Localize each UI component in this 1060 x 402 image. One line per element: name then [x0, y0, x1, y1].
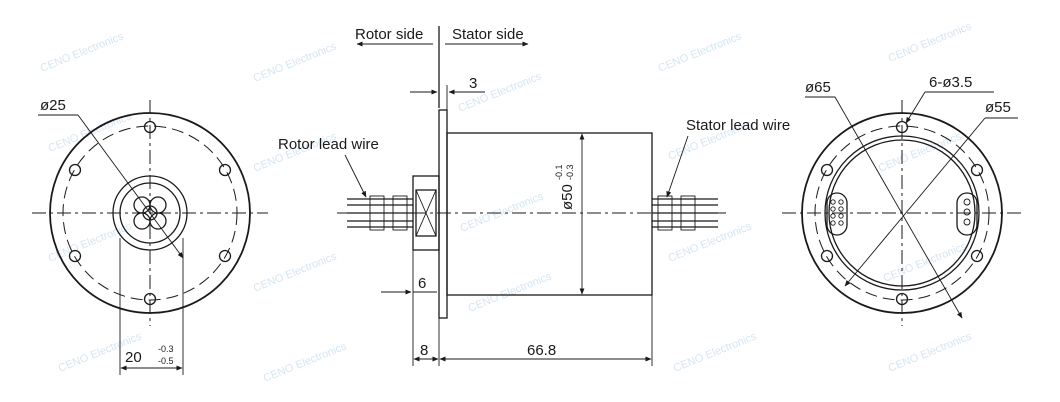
flange-diameter-label: ø65	[805, 79, 831, 96]
front-length-label: 8	[420, 342, 428, 359]
wire-bundle	[149, 196, 167, 214]
mounting-hole	[970, 249, 984, 263]
bore-width-tol-lower: -0.5	[158, 356, 174, 366]
rotor-side-label: Rotor side	[355, 26, 423, 43]
mounting-hole	[218, 249, 232, 263]
pitch-circle-diameter-label: ø55	[985, 99, 1011, 116]
mounting-hole	[820, 163, 834, 177]
bore-width-label: 20	[125, 349, 142, 366]
mounting-hole	[68, 163, 82, 177]
body-diameter-tol-lower: -0.3	[565, 164, 575, 180]
body-length-label: 66.8	[527, 342, 556, 359]
watermark: CENO Electronics	[252, 250, 339, 295]
pitch-diameter-line	[844, 117, 986, 287]
watermark: CENO Electronics	[252, 40, 339, 85]
rotor-lead-wire-label: Rotor lead wire	[278, 136, 379, 153]
watermark: CENO Electronics	[887, 20, 974, 65]
flange-thickness-label: 3	[469, 75, 477, 92]
watermark: CENO Electronics	[39, 30, 126, 75]
mounting-hole	[68, 249, 82, 263]
wire-exit-left	[826, 192, 848, 236]
bore-diameter-label: ø25	[40, 97, 66, 114]
bore-width-tol-upper: -0.3	[158, 344, 174, 354]
watermark: CENO Electronics	[47, 220, 134, 265]
mounting-holes-label: 6-ø3.5	[929, 74, 972, 91]
wire-bundle	[133, 196, 151, 214]
watermark-layer: CENO Electronics CENO Electronics CENO E…	[39, 20, 974, 385]
watermark: CENO Electronics	[672, 330, 759, 375]
stator-lead-wire-leader	[666, 135, 689, 198]
rotor-end-view: ø25 20 -0.3 -0.5	[32, 97, 268, 375]
stator-body	[446, 132, 653, 296]
flange-diameter-line	[834, 96, 963, 319]
flange-plate	[438, 109, 448, 319]
body-diameter-tol-upper: -0.1	[554, 164, 564, 180]
wire-exit-left-dots	[830, 199, 844, 226]
wire-bundle	[149, 212, 167, 230]
mounting-hole	[820, 249, 834, 263]
collar-length-label: 6	[418, 275, 426, 292]
leader-line	[77, 114, 184, 259]
watermark: CENO Electronics	[657, 30, 744, 75]
stator-wires	[652, 195, 718, 231]
side-view: Rotor side Stator side	[278, 26, 790, 366]
rotor-lead-wire-leader	[344, 154, 367, 198]
wire-bundle	[133, 212, 151, 230]
wire-exit-right	[956, 192, 978, 236]
watermark: CENO Electronics	[262, 340, 349, 385]
wire-exit-right-dots	[963, 198, 971, 226]
watermark: CENO Electronics	[887, 330, 974, 375]
body-diameter-label: ø50	[559, 184, 576, 210]
stator-end-view: ø65 ø55 6-ø3.5	[782, 74, 1022, 326]
stator-lead-wire-label: Stator lead wire	[686, 117, 790, 134]
mounting-hole	[218, 163, 232, 177]
stator-side-label: Stator side	[452, 26, 524, 43]
watermark: CENO Electronics	[467, 270, 554, 315]
mounting-holes-leader	[905, 91, 926, 124]
body-diameter-group: ø50 -0.1 -0.3	[554, 164, 576, 210]
mounting-hole	[970, 163, 984, 177]
